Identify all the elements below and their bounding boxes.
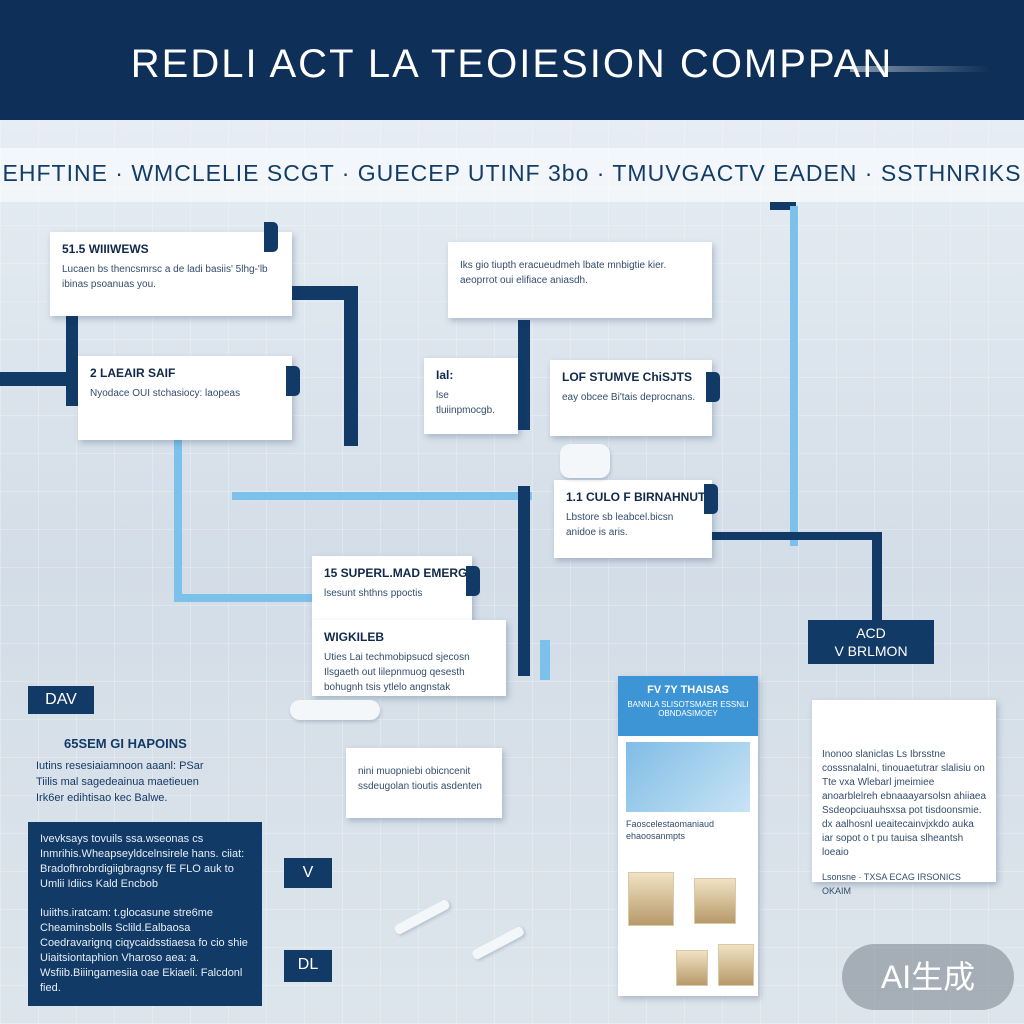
panel-paragraph: Ivevksays tovuils ssa.wseonas cs Inmrihi…	[40, 833, 245, 890]
card-title: LOF STUMVE ChiSJTS	[562, 370, 693, 384]
connector-line	[518, 486, 530, 676]
subtitle: EHFTINE · WMCLELIE SCGT · GUECEP UTINF 3…	[2, 160, 1022, 186]
brochure-image	[626, 742, 750, 812]
decorative-pill	[560, 444, 610, 478]
connector-line	[872, 532, 882, 622]
side-line: Iutins resesiaiamnoon aaanl: PSar	[36, 760, 204, 772]
info-card-2: 2 LAEAIR SAIF Nyodace OUI stchasiocy: la…	[78, 356, 292, 440]
header-accent-stripe	[850, 66, 990, 72]
info-card-8: WIGKILEB Uties Lai techmobipsucd sjecosn…	[312, 620, 506, 696]
product-image	[694, 878, 736, 924]
ai-generated-watermark: AI生成	[842, 944, 1014, 1010]
side-info: 65SEM GI HAPOINS Iutins resesiaiamnoon a…	[36, 736, 256, 806]
info-card-body: Inonoo slaniclas Ls Ibrsstne cosssnalaln…	[822, 749, 987, 858]
connector-line	[174, 594, 314, 602]
card-title: 15 SUPERL.MAD EMERGK	[324, 566, 472, 580]
card-title: 51.5 WIIIWEWS	[62, 242, 149, 256]
connector-line	[518, 320, 530, 430]
decorative-pill	[290, 700, 380, 720]
card-body: Lbstore sb leabcel.bicsn anidoe is aris.	[566, 512, 674, 538]
brand-bottom: V BRLMON	[834, 643, 908, 659]
card-tab	[286, 366, 300, 396]
card-title: Ial:	[436, 368, 454, 382]
card-body: eay obcee Bi'tais deprocnans.	[562, 392, 696, 403]
card-body: nini muopniebi obicncenit ssdeugolan tio…	[358, 766, 482, 792]
brand-top: ACD	[856, 625, 886, 641]
connector-line	[712, 532, 882, 540]
connector-line	[770, 202, 796, 210]
card-title: 1.1 CULO F BIRNAHNUT	[566, 490, 706, 504]
info-card-7: 15 SUPERL.MAD EMERGK lsesunt shthns ppoc…	[312, 556, 472, 622]
card-tab	[706, 372, 720, 402]
connector-line	[790, 206, 798, 546]
page-title: REDLI ACT LA TEOIESION COMPPAN	[130, 42, 894, 86]
card-body: Nyodace OUI stchasiocy: laopeas	[90, 388, 241, 399]
side-title: 65SEM GI HAPOINS	[64, 736, 187, 751]
info-card-5: LOF STUMVE ChiSJTS eay obcee Bi'tais dep…	[550, 360, 712, 436]
card-body: Uties Lai techmobipsucd sjecosn Ilsgaeth…	[324, 652, 470, 693]
side-line: Tiilis mal sagedeainua maetieuen	[36, 776, 199, 788]
info-card-1: 51.5 WIIIWEWS Lucaen bs thencsmrsc a de …	[50, 232, 292, 316]
card-body: lse tluiinpmocgb.	[436, 390, 495, 416]
card-title: 2 LAEAIR SAIF	[90, 366, 176, 380]
side-line: Irk6er edihtisao kec Balwe.	[36, 792, 168, 804]
card-tab	[264, 222, 278, 252]
connector-line	[0, 372, 80, 386]
info-card-9: nini muopniebi obicncenit ssdeugolan tio…	[346, 748, 502, 818]
badge-icon-bottom: DL	[284, 950, 332, 982]
brochure-caption: Faoscelestaomaniaud ehaoosanmpts	[626, 819, 715, 841]
connector-line	[540, 640, 550, 680]
connector-line	[344, 286, 358, 446]
connector-line	[290, 286, 350, 300]
dark-text-panel: Ivevksays tovuils ssa.wseonas cs Inmrihi…	[28, 822, 262, 1006]
product-image	[676, 950, 708, 986]
product-image	[628, 872, 674, 926]
info-card-footer: Lsonsne · TXSA ECAG IRSONICS OKAIM	[822, 872, 961, 896]
info-card-6: 1.1 CULO F BIRNAHNUT Lbstore sb leabcel.…	[554, 480, 712, 558]
panel-paragraph: Iuiiths.iratcam: t.glocasune stre6me Che…	[40, 907, 248, 994]
info-text-card: Inonoo slaniclas Ls Ibrsstne cosssnalaln…	[812, 700, 996, 896]
connector-line	[66, 316, 78, 406]
brochure-sub: BANNLA SLISOTSMAER ESSNLI OBNDASIMOEY	[627, 700, 749, 718]
connector-line	[174, 438, 182, 598]
connector-line	[232, 492, 532, 500]
brochure-header: FV 7Y THAISAS BANNLA SLISOTSMAER ESSNLI …	[618, 676, 758, 736]
info-card-3: Iks gio tiupth eracueudmeh lbate mnbigti…	[448, 242, 712, 318]
subtitle-band	[0, 148, 1024, 202]
card-body: Lucaen bs thencsmrsc a de ladi basiis' 5…	[62, 264, 268, 290]
info-card-4: Ial: lse tluiinpmocgb.	[424, 358, 518, 434]
brand-badge: ACD V BRLMON	[808, 620, 934, 664]
logo-badge: DAV	[28, 686, 94, 714]
brochure-preview: FV 7Y THAISAS BANNLA SLISOTSMAER ESSNLI …	[618, 676, 758, 996]
brochure-heading: FV 7Y THAISAS	[647, 684, 729, 696]
header-bar	[0, 0, 1024, 120]
card-tab	[466, 566, 480, 596]
badge-icon-top: V	[284, 858, 332, 888]
card-body: lsesunt shthns ppoctis	[324, 588, 423, 599]
card-tab	[704, 484, 718, 514]
product-image	[718, 944, 754, 986]
card-title: WIGKILEB	[324, 630, 384, 644]
card-body: Iks gio tiupth eracueudmeh lbate mnbigti…	[460, 260, 667, 286]
